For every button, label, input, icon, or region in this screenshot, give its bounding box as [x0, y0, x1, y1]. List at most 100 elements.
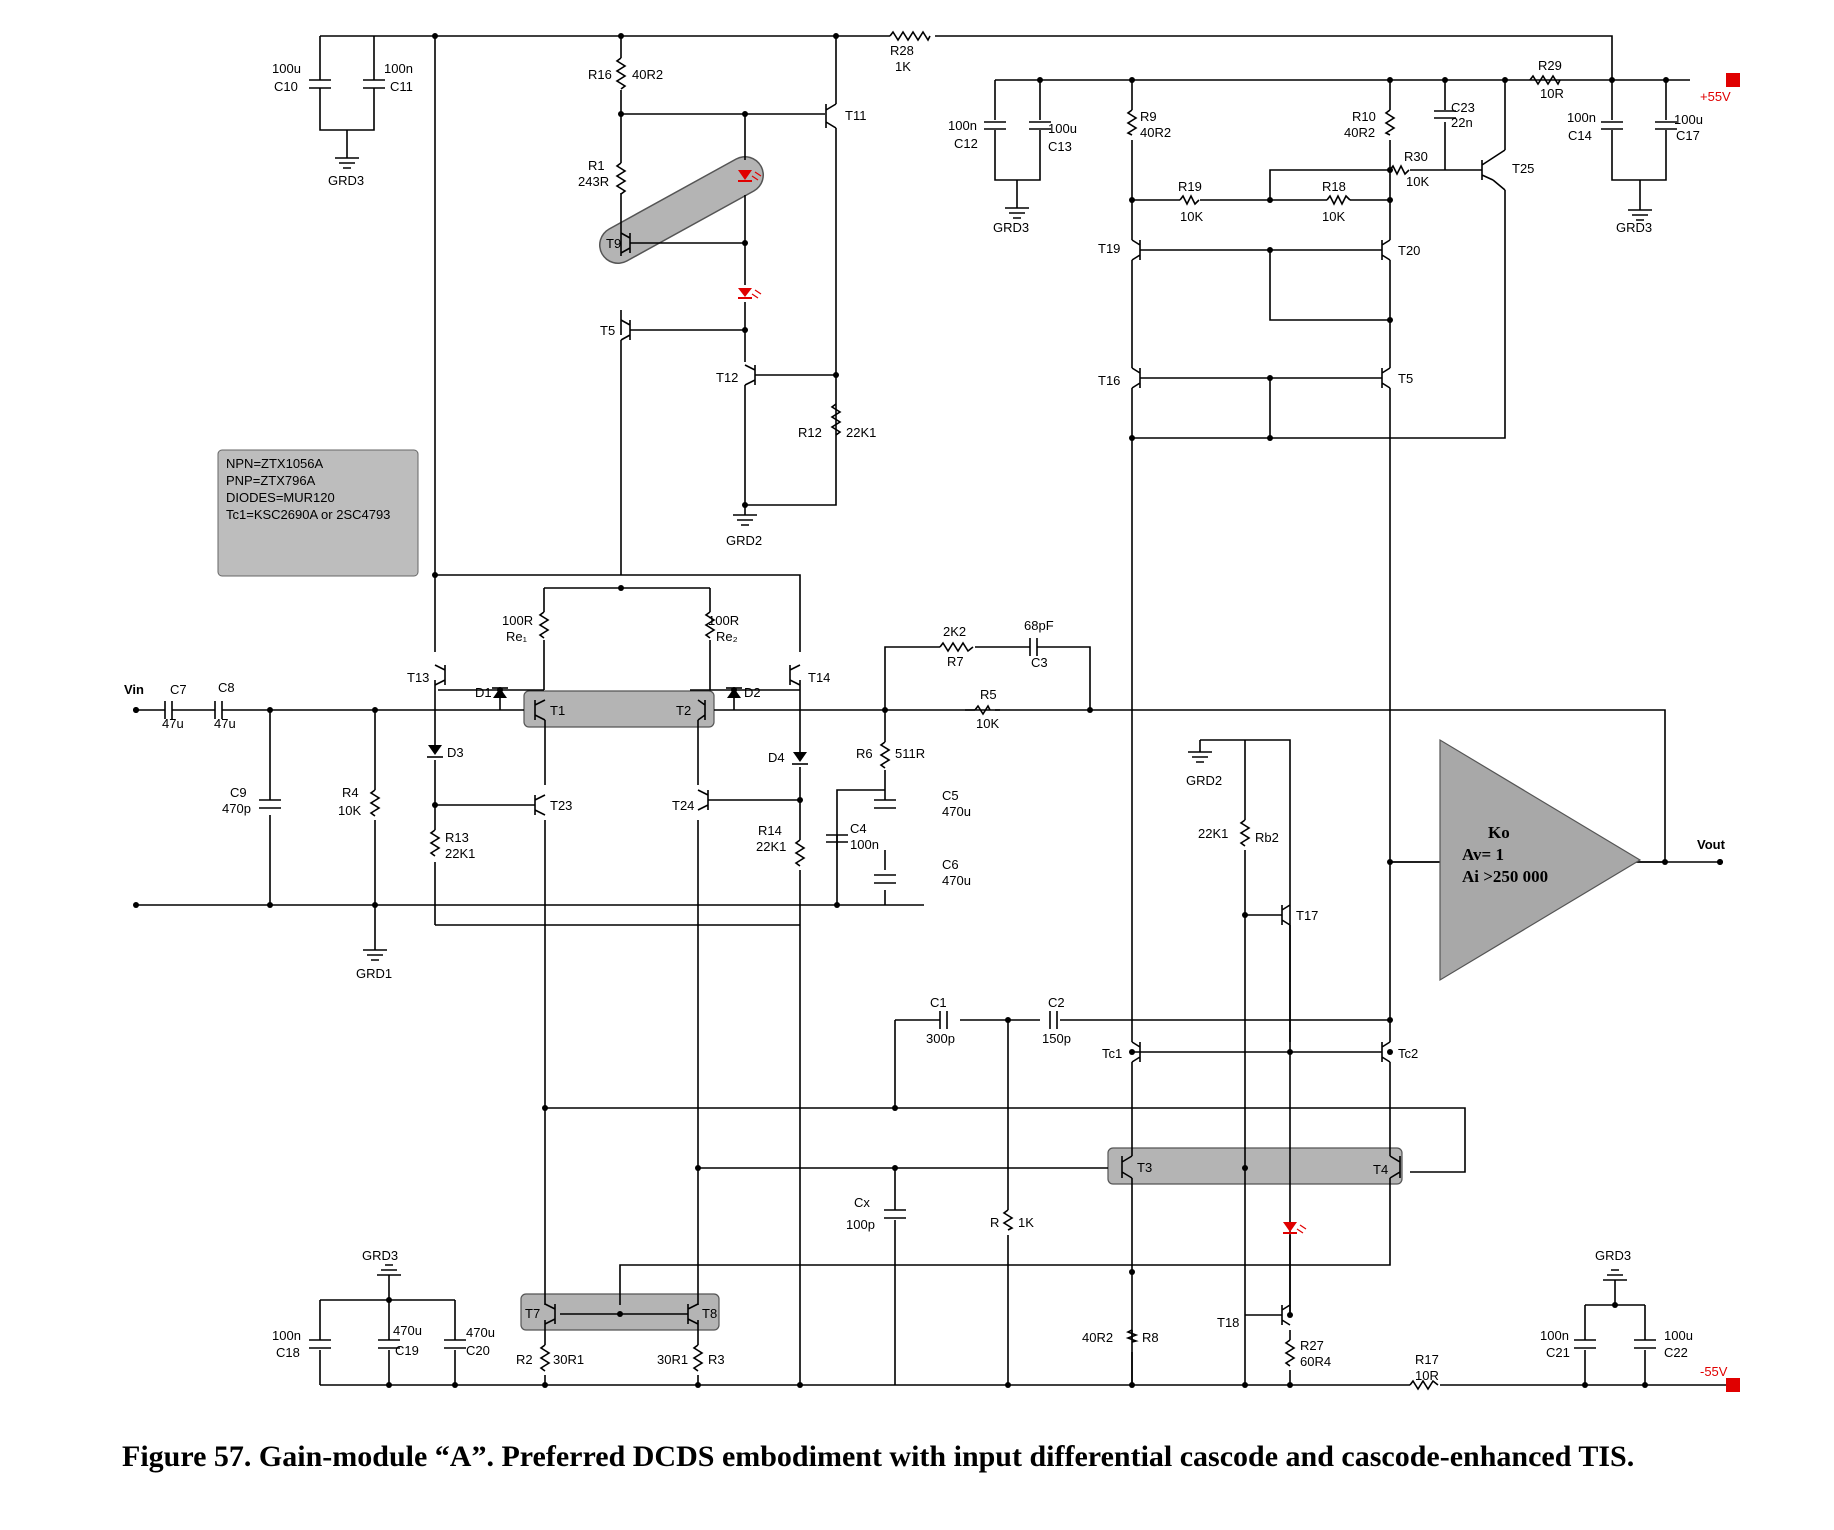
transistor-t14	[789, 664, 801, 686]
label-r14-ref: R14	[758, 823, 782, 838]
label-r12-val: 22K1	[846, 425, 876, 440]
label-c7-ref: C7	[170, 682, 187, 697]
grd3-label: GRD3	[1616, 220, 1652, 235]
resistor-r7	[939, 641, 974, 653]
label-r6-ref: R6	[856, 746, 873, 761]
label-c18-ref: C18	[276, 1345, 300, 1360]
transistor-t19	[1131, 239, 1141, 261]
resistor-r30	[1389, 164, 1410, 176]
label-t14: T14	[808, 670, 830, 685]
label-c4-ref: C4	[850, 821, 867, 836]
label-c22-val: 100u	[1664, 1328, 1693, 1343]
label-c8-val: 47u	[214, 716, 236, 731]
transistor-t25	[1481, 149, 1506, 181]
resistor-r-1k	[1002, 1209, 1014, 1231]
label-r5-val: 10K	[976, 716, 999, 731]
transistor-t18	[1281, 1304, 1291, 1326]
legend-line-2: PNP=ZTX796A	[226, 473, 316, 488]
label-d1: D1	[475, 685, 492, 700]
grd3-label: GRD3	[993, 220, 1029, 235]
cap-c20	[444, 1339, 466, 1349]
label-t7: T7	[525, 1306, 540, 1321]
pos-supply-label: +55V	[1700, 89, 1731, 104]
transistor-t7	[544, 1303, 556, 1325]
label-r30-val: 10K	[1406, 174, 1429, 189]
neg-supply-terminal	[1726, 1378, 1740, 1392]
ground-icon	[733, 514, 757, 526]
cap-c18	[309, 1339, 331, 1349]
label-r5-ref: R5	[980, 687, 997, 702]
cap-c9	[259, 799, 281, 809]
label-t1: T1	[550, 703, 565, 718]
label-r28-val: 1K	[895, 59, 911, 74]
grd3-label: GRD3	[1595, 1248, 1631, 1263]
label-t18: T18	[1217, 1315, 1239, 1330]
label-tc1: Tc1	[1102, 1046, 1122, 1061]
label-c12-ref: C12	[954, 136, 978, 151]
vout-label: Vout	[1697, 837, 1726, 852]
ground-icon	[1628, 209, 1652, 221]
grd1-label: GRD1	[356, 966, 392, 981]
label-c9-val: 470p	[222, 801, 251, 816]
label-c14-val: 100n	[1567, 110, 1596, 125]
label-c22-ref: C22	[1664, 1345, 1688, 1360]
cap-cx	[884, 1209, 906, 1219]
label-c10-ref: C10	[274, 79, 298, 94]
transistor-t11	[825, 103, 837, 129]
transistor-t23	[522, 794, 546, 816]
label-r10-ref: R10	[1352, 109, 1376, 124]
label-r8-ref: R8	[1142, 1330, 1159, 1345]
label-c10-val: 100u	[272, 61, 301, 76]
label-c2-val: 150p	[1042, 1031, 1071, 1046]
label-c1-ref: C1	[930, 995, 947, 1010]
label-c5-ref: C5	[942, 788, 959, 803]
led-3	[1283, 1222, 1307, 1234]
grd2-label: GRD2	[726, 533, 762, 548]
schematic-diagram: Ko Av= 1 Ai >250 000 NPN=ZTX1056A PNP=ZT…	[124, 30, 1740, 1392]
label-c2-ref: C2	[1048, 995, 1065, 1010]
label-c23-ref: C23	[1451, 100, 1475, 115]
label-c8-ref: C8	[218, 680, 235, 695]
transistor-tc2	[1381, 1041, 1391, 1063]
amp-ai: Ai >250 000	[1462, 867, 1548, 886]
label-c3-val: 68pF	[1024, 618, 1054, 633]
capacitor-symbols	[164, 65, 1677, 1349]
label-r17-ref: R17	[1415, 1352, 1439, 1367]
resistor-r9	[1126, 109, 1138, 136]
amp-name: Ko	[1488, 823, 1510, 842]
label-r-ref: R	[990, 1215, 999, 1230]
transistor-t9	[620, 232, 631, 254]
label-r16-ref: R16	[588, 67, 612, 82]
label-c17-ref: C17	[1676, 128, 1700, 143]
label-c11-val: 100n	[384, 61, 413, 76]
label-r1-val: 243R	[578, 174, 609, 189]
label-r18-ref: R18	[1322, 179, 1346, 194]
resistor-r3	[692, 1344, 704, 1372]
label-r17-val: 10R	[1415, 1368, 1439, 1383]
label-d4: D4	[768, 750, 785, 765]
cap-c13	[1029, 121, 1051, 130]
label-r2-ref: R2	[516, 1352, 533, 1367]
resistor-r8	[1125, 1329, 1139, 1343]
resistor-r10	[1384, 109, 1396, 136]
cap-c21	[1574, 1339, 1596, 1349]
diode-d4	[792, 752, 808, 765]
vin-label: Vin	[124, 682, 144, 697]
label-c1-val: 300p	[926, 1031, 955, 1046]
cap-c19	[378, 1339, 400, 1349]
label-t5b: T5	[1398, 371, 1413, 386]
label-r16-val: 40R2	[632, 67, 663, 82]
amplifier-ko-triangle	[1439, 738, 1642, 982]
label-tc2: Tc2	[1398, 1046, 1418, 1061]
label-t2: T2	[676, 703, 691, 718]
label-c13-ref: C13	[1048, 139, 1072, 154]
label-c19-val: 470u	[393, 1323, 422, 1338]
resistor-rb2	[1239, 819, 1251, 847]
transistor-t20	[1381, 239, 1391, 261]
label-c20-val: 470u	[466, 1325, 495, 1340]
ground-icon	[1603, 1269, 1627, 1281]
label-t11: T11	[845, 108, 866, 123]
label-c11-ref: C11	[390, 79, 413, 94]
transistor-t16	[1131, 367, 1141, 389]
vout-terminal	[1717, 859, 1723, 865]
